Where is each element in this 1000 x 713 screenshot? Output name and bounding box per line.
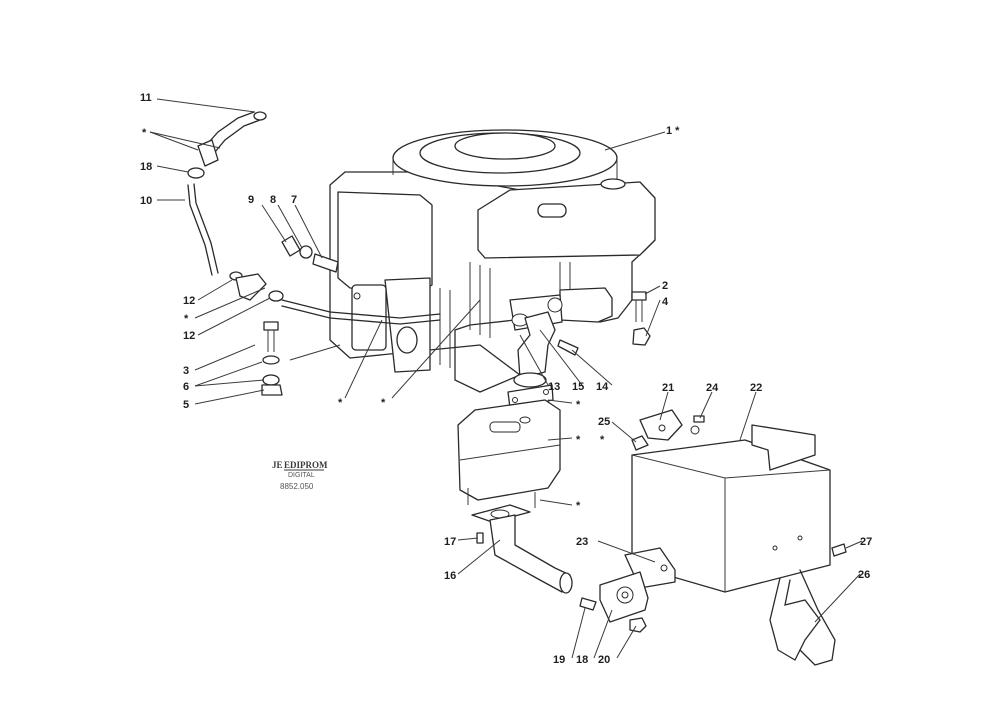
- bolt-27: [831, 543, 847, 557]
- callout-12-lower: 12: [183, 330, 195, 342]
- callout-22: 22: [750, 382, 762, 394]
- logo-mark: JE: [272, 460, 283, 470]
- spring-clip: [769, 569, 836, 666]
- muffler: [457, 399, 561, 523]
- leader-lines: [149, 98, 863, 659]
- callout-star-gasket: *: [576, 399, 581, 411]
- logo-code: 8852.050: [280, 482, 314, 491]
- callout-12-upper: 12: [183, 295, 195, 307]
- exhaust-pipe: [507, 311, 556, 409]
- mounting-bracket: [599, 547, 676, 623]
- bolt-25: [631, 435, 649, 451]
- callout-18-bracket: 18: [576, 654, 588, 666]
- bolt-19: [579, 597, 597, 611]
- bracket-21: [639, 409, 683, 441]
- fuel-line: [187, 111, 441, 325]
- logo-brand: EDIPROM: [284, 460, 328, 470]
- callout-11: 11: [140, 92, 152, 104]
- heat-shield: [631, 424, 831, 593]
- callout-star-fuel: *: [142, 127, 147, 139]
- bolt-and-nut-2-4: [631, 291, 651, 346]
- callout-3: 3: [183, 365, 189, 377]
- callout-labels: 1 * 2 4 11 * 18 10 9 8 7 12 * 12 3 6 5 *…: [140, 92, 872, 666]
- callout-star-muffler: *: [576, 434, 581, 446]
- bolt-24: [693, 415, 705, 423]
- ediprom-logo: JE EDIPROM DIGITAL 8852.050: [272, 460, 328, 491]
- callout-9: 9: [248, 194, 254, 206]
- callout-14: 14: [596, 381, 609, 393]
- callout-24: 24: [706, 382, 719, 394]
- callout-8: 8: [270, 194, 276, 206]
- callout-4: 4: [662, 296, 669, 308]
- callout-star-line: *: [184, 313, 189, 325]
- callout-16: 16: [444, 570, 456, 582]
- callout-18-fuel: 18: [140, 161, 152, 173]
- engine-block: [329, 129, 656, 393]
- callout-1: 1 *: [666, 125, 680, 137]
- callout-star-left: *: [338, 397, 343, 409]
- callout-23: 23: [576, 536, 588, 548]
- callout-26: 26: [858, 569, 870, 581]
- callout-star-bracket: *: [600, 434, 605, 446]
- callout-10: 10: [140, 195, 152, 207]
- callout-2: 2: [662, 280, 668, 292]
- fuel-fitting: [281, 235, 339, 273]
- callout-27: 27: [860, 536, 872, 548]
- tailpipe: [489, 514, 573, 594]
- callout-15: 15: [572, 381, 584, 393]
- nut-20: [629, 617, 647, 633]
- bolt-stack-3-5-6: [261, 321, 283, 396]
- callout-13: 13: [548, 381, 560, 393]
- callout-7: 7: [291, 194, 297, 206]
- callout-25: 25: [598, 416, 610, 428]
- callout-17: 17: [444, 536, 456, 548]
- logo-sub: DIGITAL: [288, 472, 315, 479]
- callout-20: 20: [598, 654, 610, 666]
- callout-6: 6: [183, 381, 189, 393]
- callout-5: 5: [183, 399, 189, 411]
- callout-star-flange: *: [576, 500, 581, 512]
- callout-star-mid: *: [381, 397, 386, 409]
- callout-21: 21: [662, 382, 674, 394]
- callout-19: 19: [553, 654, 565, 666]
